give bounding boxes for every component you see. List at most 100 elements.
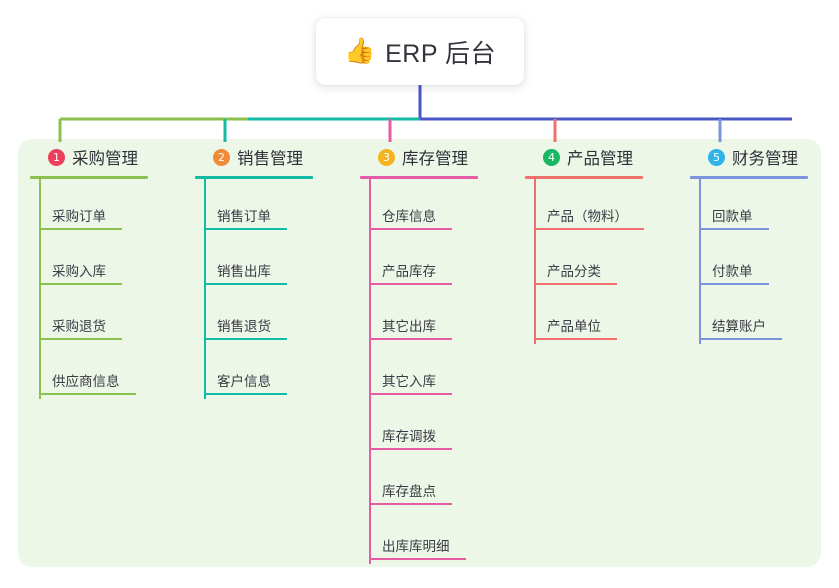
leaf-item[interactable]: 产品单位 <box>534 289 685 344</box>
leaf-item[interactable]: 其它入库 <box>369 344 510 399</box>
leaf-item[interactable]: 客户信息 <box>204 344 345 399</box>
leaf-label: 销售退货 <box>217 319 271 334</box>
leaf-label: 库存盘点 <box>382 484 436 499</box>
leaf-underline <box>699 228 769 230</box>
branch-4: 4 产品管理产品（物料） 产品分类产品单位 <box>525 146 685 344</box>
leaf-item[interactable]: 其它出库 <box>369 289 510 344</box>
leaf-list-5: 回款单付款单结算账户 <box>690 179 839 344</box>
leaf-item[interactable]: 回款单 <box>699 179 839 234</box>
leaf-label: 销售订单 <box>217 209 271 224</box>
leaf-underline <box>369 503 452 505</box>
leaf-item[interactable]: 供应商信息 <box>39 344 180 399</box>
leaf-label: 回款单 <box>712 209 753 224</box>
leaf-list-3: 仓库信息产品库存其它出库其它入库库存调拨库存盘点出库库明细 <box>360 179 510 564</box>
leaf-underline <box>369 448 452 450</box>
leaf-item[interactable]: 仓库信息 <box>369 179 510 234</box>
leaf-item[interactable]: 付款单 <box>699 234 839 289</box>
leaf-underline <box>699 338 782 340</box>
leaf-label: 库存调拨 <box>382 429 436 444</box>
leaf-underline <box>39 228 122 230</box>
leaf-underline <box>369 228 452 230</box>
branch-title-4: 产品管理 <box>567 150 633 168</box>
branch-title-5: 财务管理 <box>732 150 798 168</box>
branch-badge-4: 4 <box>543 148 560 166</box>
branch-spine-3 <box>369 179 371 564</box>
branch-underline-4 <box>525 176 643 179</box>
leaf-underline <box>204 283 287 285</box>
leaf-label: 销售出库 <box>217 264 271 279</box>
leaf-item[interactable]: 库存调拨 <box>369 399 510 454</box>
leaf-item[interactable]: 出库库明细 <box>369 509 510 564</box>
branch-badge-3: 3 <box>378 148 395 166</box>
branch-title-1: 采购管理 <box>72 150 138 168</box>
leaf-underline <box>369 338 452 340</box>
branch-spine-4 <box>534 179 536 344</box>
branch-badge-2: 2 <box>213 148 230 166</box>
leaf-list-2: 销售订单销售出库销售退货客户信息 <box>195 179 345 399</box>
branch-underline-3 <box>360 176 478 179</box>
branch-badge-1: 1 <box>48 148 65 166</box>
leaf-item[interactable]: 产品分类 <box>534 234 685 289</box>
branch-header-4[interactable]: 4 产品管理 <box>525 146 685 168</box>
leaf-label: 采购入库 <box>52 264 106 279</box>
branch-header-2[interactable]: 2 销售管理 <box>195 146 345 168</box>
leaf-label: 结算账户 <box>712 319 766 334</box>
branch-1: 1 采购管理采购订单采购入库采购退货供应商信息 <box>30 146 180 399</box>
leaf-underline <box>699 283 769 285</box>
leaf-label: 其它入库 <box>382 374 436 389</box>
branch-2: 2 销售管理销售订单销售出库销售退货客户信息 <box>195 146 345 399</box>
leaf-list-4: 产品（物料） 产品分类产品单位 <box>525 179 685 344</box>
leaf-label: 客户信息 <box>217 374 271 389</box>
branch-underline-2 <box>195 176 313 179</box>
leaf-underline <box>534 338 617 340</box>
thumbs-up-icon: 👍 <box>343 37 376 65</box>
branch-title-2: 销售管理 <box>237 150 303 168</box>
branch-spine-5 <box>699 179 701 344</box>
branch-header-5[interactable]: 5 财务管理 <box>690 146 839 168</box>
branch-header-3[interactable]: 3 库存管理 <box>360 146 510 168</box>
leaf-item[interactable]: 采购退货 <box>39 289 180 344</box>
leaf-item[interactable]: 结算账户 <box>699 289 839 344</box>
leaf-label: 产品分类 <box>547 264 601 279</box>
root-node[interactable]: 👍 ERP 后台 <box>316 18 524 85</box>
leaf-label: 仓库信息 <box>382 209 436 224</box>
branch-header-1[interactable]: 1 采购管理 <box>30 146 180 168</box>
leaf-item[interactable]: 采购入库 <box>39 234 180 289</box>
leaf-item[interactable]: 销售订单 <box>204 179 345 234</box>
leaf-item[interactable]: 产品（物料） <box>534 179 685 234</box>
branch-3: 3 库存管理仓库信息产品库存其它出库其它入库库存调拨库存盘点出库库明细 <box>360 146 510 564</box>
branch-underline-1 <box>30 176 148 179</box>
branches-panel <box>18 139 821 567</box>
leaf-label: 付款单 <box>712 264 753 279</box>
leaf-label: 采购订单 <box>52 209 106 224</box>
leaf-underline <box>39 338 122 340</box>
leaf-label: 其它出库 <box>382 319 436 334</box>
leaf-label: 出库库明细 <box>382 539 450 554</box>
branch-title-3: 库存管理 <box>402 150 468 168</box>
leaf-item[interactable]: 库存盘点 <box>369 454 510 509</box>
branch-badge-5: 5 <box>708 148 725 166</box>
root-title: ERP 后台 <box>385 39 497 68</box>
leaf-label: 供应商信息 <box>52 374 120 389</box>
leaf-underline <box>204 228 287 230</box>
leaf-item[interactable]: 产品库存 <box>369 234 510 289</box>
leaf-underline <box>369 283 452 285</box>
branch-spine-2 <box>204 179 206 399</box>
leaf-underline <box>534 228 644 230</box>
leaf-item[interactable]: 销售退货 <box>204 289 345 344</box>
leaf-underline <box>369 558 466 560</box>
leaf-underline <box>204 338 287 340</box>
leaf-underline <box>39 393 136 395</box>
leaf-label: 产品单位 <box>547 319 601 334</box>
leaf-label: 采购退货 <box>52 319 106 334</box>
leaf-label: 产品（物料） <box>547 209 628 224</box>
leaf-underline <box>204 393 287 395</box>
branch-underline-5 <box>690 176 808 179</box>
leaf-underline <box>534 283 617 285</box>
leaf-item[interactable]: 销售出库 <box>204 234 345 289</box>
leaf-item[interactable]: 采购订单 <box>39 179 180 234</box>
leaf-list-1: 采购订单采购入库采购退货供应商信息 <box>30 179 180 399</box>
leaf-underline <box>369 393 452 395</box>
branch-5: 5 财务管理回款单付款单结算账户 <box>690 146 839 344</box>
